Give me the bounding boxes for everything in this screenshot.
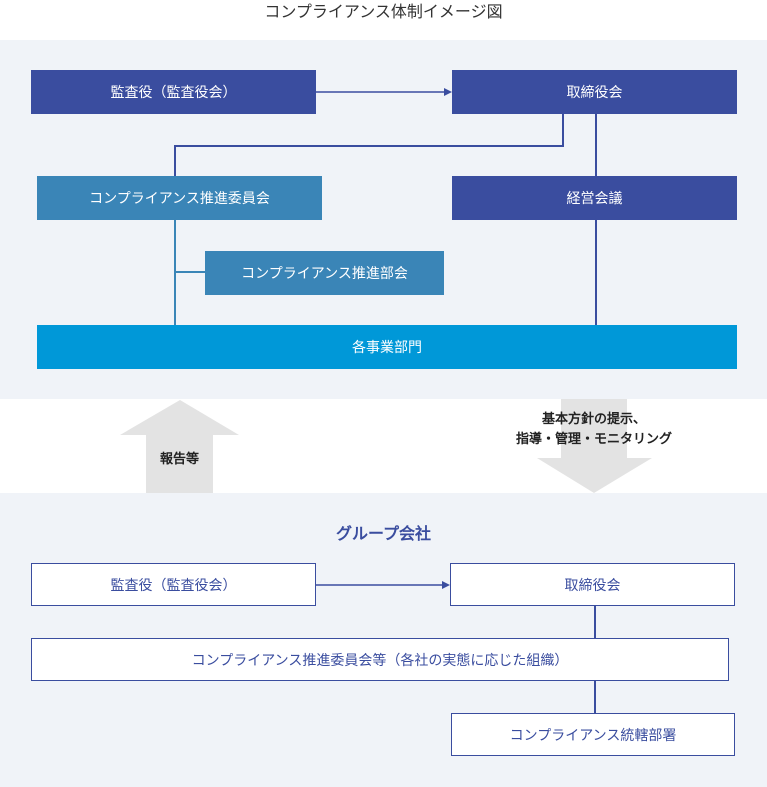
- guidance-label-line2: 指導・管理・モニタリング: [515, 432, 672, 447]
- connector-board-to-committee-v: [562, 113, 564, 147]
- board-box: 取締役会: [452, 70, 737, 114]
- group-dept-box: コンプライアンス統轄部署: [451, 713, 735, 756]
- connector-committee-to-dept: [174, 271, 206, 273]
- guidance-label-line1: 基本方針の提示、: [541, 412, 646, 427]
- group-committee-box: コンプライアンス推進委員会等（各社の実態に応じた組織）: [31, 638, 729, 681]
- guidance-down-arrow: [537, 399, 652, 493]
- diagram-title: コンプライアンス体制イメージ図: [264, 2, 503, 21]
- management-meeting-box: 経営会議: [452, 176, 737, 220]
- compliance-dept-box: コンプライアンス推進部会: [205, 251, 444, 295]
- group-auditors-to-board-arrowhead: [442, 581, 450, 589]
- connector-committee-up: [174, 145, 176, 177]
- report-up-label: 報告等: [159, 452, 199, 467]
- compliance-committee-box: コンプライアンス推進委員会: [37, 176, 322, 220]
- group-auditors-box: 監査役（監査役会）: [31, 563, 316, 606]
- connector-board-to-committee-h: [174, 145, 564, 147]
- business-divisions-box: 各事業部門: [37, 325, 737, 369]
- group-board-box: 取締役会: [450, 563, 735, 606]
- group-title: グループ会社: [335, 524, 432, 543]
- auditors-to-board-arrowhead: [444, 88, 452, 96]
- report-up-arrow: [120, 400, 239, 493]
- auditors-box: 監査役（監査役会）: [31, 70, 316, 114]
